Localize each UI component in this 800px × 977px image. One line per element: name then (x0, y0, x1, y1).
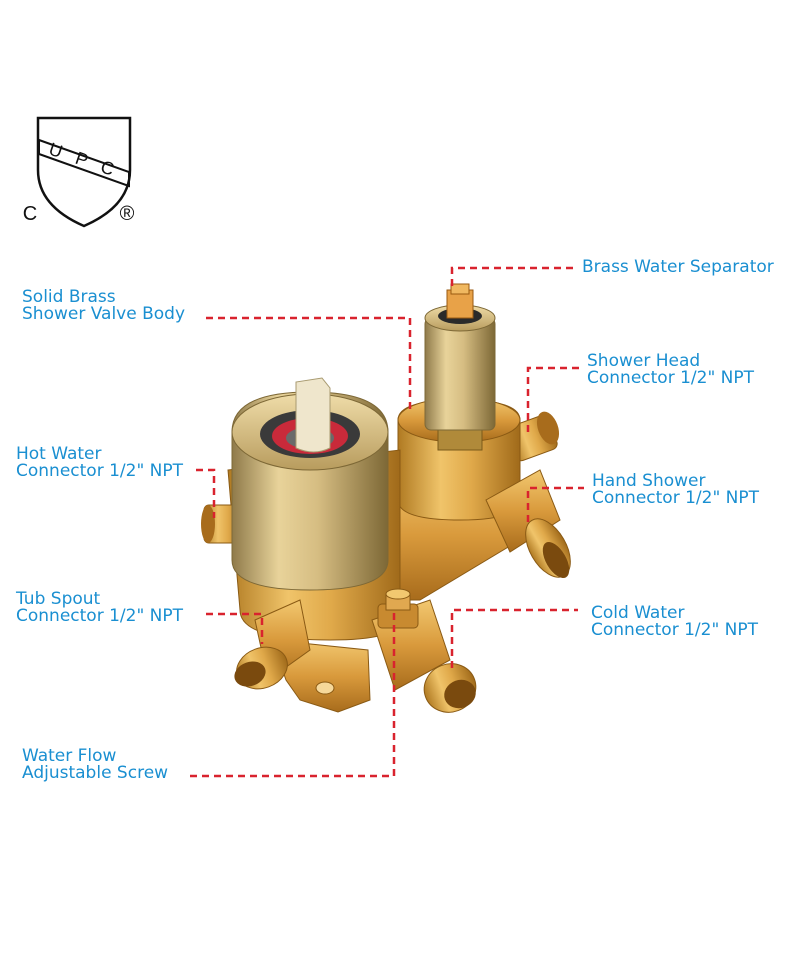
label-line: Connector 1/2" NPT (16, 461, 184, 481)
cartridge-cover (231, 377, 389, 591)
brass-water-separator (424, 283, 496, 451)
label-water-flow-screw: Water Flow Adjustable Screw (22, 748, 168, 782)
label-line: Adjustable Screw (22, 763, 169, 783)
leader-hot-water (196, 468, 216, 518)
leader-tub-spout (206, 612, 264, 644)
registered-mark: ® (120, 203, 135, 225)
label-cold-water-connector: Cold Water Connector 1/2" NPT (591, 605, 758, 639)
shower-valve (201, 283, 571, 713)
leader-brass-water-separator (450, 266, 574, 286)
leader-lines (190, 266, 584, 778)
label-solid-brass-valve-body: Solid Brass Shower Valve Body (22, 289, 185, 323)
tub-spout-outlet (234, 599, 311, 690)
label-hot-water-connector: Hot Water Connector 1/2" NPT (16, 446, 183, 480)
bracket-hole (315, 681, 335, 695)
upc-certification-mark: U P C C ® (23, 116, 135, 228)
label-hand-shower-connector: Hand Shower Connector 1/2" NPT (592, 473, 759, 507)
leader-shower-head (526, 366, 580, 432)
c-mark: C (23, 203, 37, 225)
cartridge-stem (295, 377, 331, 453)
label-line: Water Flow (22, 746, 117, 766)
label-line: Tub Spout (16, 589, 101, 609)
label-line: Solid Brass (22, 287, 116, 307)
water-flow-screw (377, 588, 419, 629)
upc-text: U P C (46, 139, 121, 182)
label-line: Connector 1/2" NPT (591, 620, 759, 640)
label-line: Hot Water (16, 444, 102, 464)
label-shower-head-connector: Shower Head Connector 1/2" NPT (587, 353, 754, 387)
leader-cold-water (450, 608, 578, 668)
leader-valve-body (206, 316, 412, 412)
label-line: Connector 1/2" NPT (16, 606, 184, 626)
hand-shower-outlet (485, 469, 571, 579)
label-brass-water-separator: Brass Water Separator (582, 259, 774, 276)
label-line: Shower Valve Body (22, 304, 186, 324)
leader-water-flow (190, 610, 396, 778)
label-line: Brass Water Separator (582, 257, 774, 277)
shield-band (38, 138, 130, 188)
label-tub-spout-connector: Tub Spout Connector 1/2" NPT (16, 591, 183, 625)
label-line: Shower Head (587, 351, 701, 371)
label-line: Connector 1/2" NPT (592, 488, 760, 508)
label-line: Connector 1/2" NPT (587, 368, 755, 388)
label-line: Cold Water (591, 603, 685, 623)
label-line: Hand Shower (592, 471, 706, 491)
